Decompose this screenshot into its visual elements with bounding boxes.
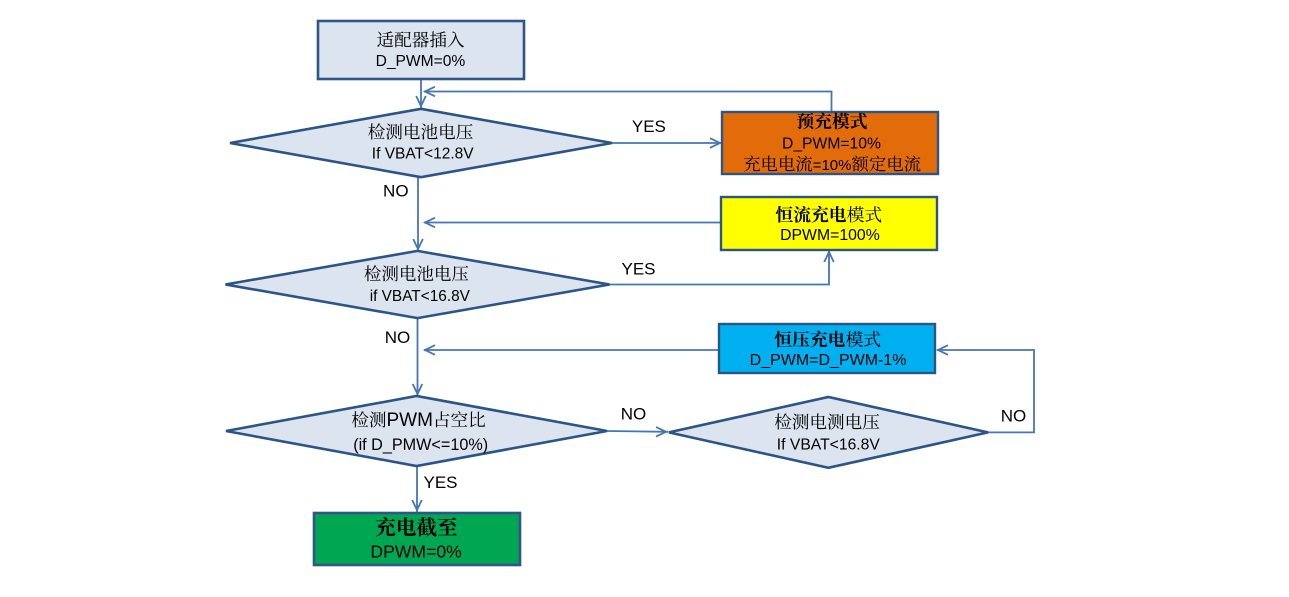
svg-text:If VBAT<16.8V: If VBAT<16.8V — [777, 436, 881, 453]
svg-text:YES: YES — [632, 117, 666, 136]
svg-text:YES: YES — [621, 259, 655, 278]
svg-text:DPWM=0%: DPWM=0% — [370, 542, 462, 562]
svg-text:NO: NO — [383, 181, 409, 200]
svg-text:D_PWM=10%: D_PWM=10% — [782, 135, 881, 152]
svg-text:If VBAT<12.8V: If VBAT<12.8V — [372, 145, 474, 162]
svg-text:NO: NO — [1001, 406, 1027, 425]
svg-text:NO: NO — [385, 328, 411, 347]
svg-text:PWM: PWM — [387, 410, 433, 431]
svg-text:NO: NO — [621, 404, 647, 423]
svg-text:(if D_PMW<=10%): (if D_PMW<=10%) — [353, 436, 488, 454]
svg-text:D_PWM=0%: D_PWM=0% — [376, 53, 466, 70]
svg-text:DPWM=100%: DPWM=100% — [780, 227, 880, 244]
svg-text:D_PWM=D_PWM-1%: D_PWM=D_PWM-1% — [750, 352, 907, 369]
svg-text:YES: YES — [423, 473, 457, 492]
svg-text:=10%: =10% — [813, 157, 852, 174]
svg-text:if VBAT<16.8V: if VBAT<16.8V — [370, 288, 471, 305]
